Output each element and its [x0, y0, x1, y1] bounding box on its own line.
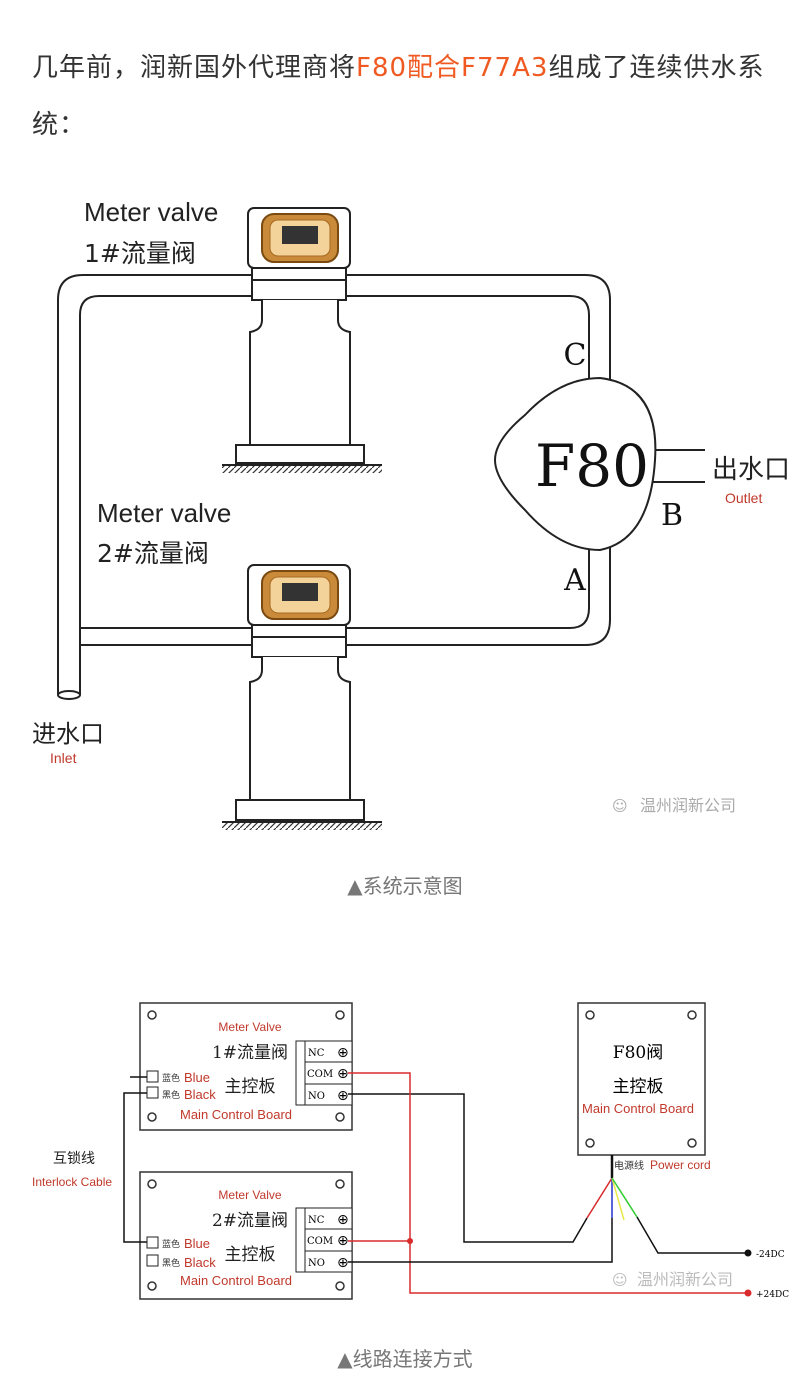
no-label: NO — [308, 1091, 325, 1102]
intro-text-end: 组成了连续供水系统： — [32, 53, 765, 140]
f80-label: F80 — [535, 432, 649, 500]
f80-valve — [493, 376, 657, 552]
black-en: Black — [184, 1255, 216, 1270]
meter-valve-1 — [247, 207, 351, 281]
wechat-icon: ☺ — [612, 1271, 628, 1289]
board2-cn: 2#流量阀 — [212, 1211, 288, 1231]
blue-cn: 蓝色 — [162, 1072, 180, 1084]
meter-valve-2 — [247, 564, 351, 638]
pipe-inner — [79, 295, 590, 695]
black-cn: 黑色 — [162, 1257, 180, 1269]
intro-paragraph: 几年前，润新国外代理商将F80配合F77A3组成了连续供水系统： — [32, 40, 792, 154]
black-cn: 黑色 — [162, 1089, 180, 1101]
board-1: Meter Valve 1#流量阀 主控板 Main Control Board… — [139, 1002, 353, 1131]
wechat-icon: ☺ — [612, 797, 628, 815]
f80-board-en: Main Control Board — [582, 1101, 694, 1116]
com-label: COM — [307, 1069, 333, 1080]
nc-label: NC — [308, 1048, 325, 1059]
inlet-pipe-end — [57, 690, 81, 700]
valve2-en: Meter valve — [97, 498, 231, 528]
f80-board: F80阀 主控板 Main Control Board — [577, 1002, 706, 1156]
board2-main-en: Main Control Board — [180, 1273, 292, 1288]
board1-main-en: Main Control Board — [180, 1107, 292, 1122]
board1-cn: 1#流量阀 — [212, 1043, 288, 1063]
f80-board-cn: 主控板 — [613, 1077, 664, 1097]
valve2-cn: 2#流量阀 — [97, 539, 209, 568]
watermark: 温州润新公司 — [637, 1270, 733, 1289]
interlock-en: Interlock Cable — [32, 1175, 112, 1189]
terminal-icon: ⊕ — [337, 1066, 349, 1082]
wires — [123, 1072, 748, 1294]
board-2: Meter Valve 2#流量阀 主控板 Main Control Board… — [139, 1171, 353, 1300]
no-label: NO — [308, 1258, 325, 1269]
pos-terminal — [744, 1289, 752, 1297]
terminal-icon: ⊕ — [337, 1255, 349, 1271]
neg-label: -24DC — [756, 1250, 785, 1260]
port-c: C — [564, 338, 587, 373]
pos-label: +24DC — [756, 1290, 789, 1300]
intro-text: 几年前，润新国外代理商将 — [32, 53, 357, 83]
terminal-icon: ⊕ — [337, 1233, 349, 1249]
board2-en: Meter Valve — [218, 1188, 281, 1202]
blue-cn: 蓝色 — [162, 1238, 180, 1250]
terminal-icon: ⊕ — [337, 1045, 349, 1061]
valve1-en: Meter valve — [84, 197, 218, 227]
f80-board-title: F80阀 — [613, 1043, 663, 1063]
port-a: A — [563, 563, 586, 598]
neg-terminal — [744, 1249, 752, 1257]
terminal-icon: ⊕ — [337, 1212, 349, 1228]
wiring-diagram: Meter Valve 1#流量阀 主控板 Main Control Board… — [32, 1002, 789, 1300]
port-b: B — [661, 498, 683, 533]
inlet-cn: 进水口 — [32, 720, 104, 748]
blue-en: Blue — [184, 1236, 210, 1251]
caption-system-diagram: ▲系统示意图 — [347, 874, 463, 898]
interlock-cn: 互锁线 — [53, 1151, 95, 1167]
nc-label: NC — [308, 1215, 325, 1226]
black-en: Black — [184, 1087, 216, 1102]
terminal-icon: ⊕ — [337, 1088, 349, 1104]
board2-main-cn: 主控板 — [225, 1245, 276, 1265]
valve1-cn: 1#流量阀 — [84, 239, 196, 268]
pipe-outer — [57, 274, 611, 695]
intro-highlight: F80配合F77A3 — [356, 53, 549, 83]
caption-wiring: ▲线路连接方式 — [337, 1347, 473, 1371]
system-diagram: F80 C A B 出水口 Outlet Meter valve 1#流量阀 M… — [32, 197, 790, 830]
outlet-cn: 出水口 — [712, 455, 790, 485]
board1-main-cn: 主控板 — [225, 1077, 276, 1097]
outlet-en: Outlet — [725, 490, 762, 506]
watermark: 温州润新公司 — [640, 796, 736, 815]
power-cord-en: Power cord — [650, 1158, 711, 1172]
com-label: COM — [307, 1236, 333, 1247]
power-cord-cn: 电源线 — [614, 1159, 644, 1172]
inlet-en: Inlet — [50, 750, 77, 766]
board1-en: Meter Valve — [218, 1020, 281, 1034]
blue-en: Blue — [184, 1070, 210, 1085]
